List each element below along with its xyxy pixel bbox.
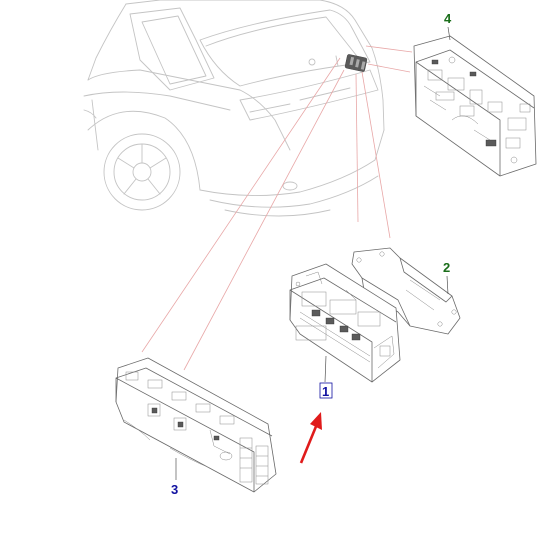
part-3-module[interactable] (115, 357, 277, 493)
callout-3[interactable]: 3 (171, 482, 178, 497)
part-4-module[interactable] (413, 26, 537, 177)
highlight-arrow (299, 412, 322, 464)
callout-1[interactable]: 1 (322, 384, 329, 399)
part-1-module[interactable] (289, 263, 401, 383)
part-2-bracket[interactable] (351, 247, 461, 335)
callout-1-box (319, 382, 333, 399)
vehicle-outline (83, 0, 385, 217)
callout-4[interactable]: 4 (444, 11, 452, 26)
location-leader-lines (141, 45, 413, 371)
module-location-marker (344, 54, 368, 72)
callout-2[interactable]: 2 (443, 260, 450, 275)
